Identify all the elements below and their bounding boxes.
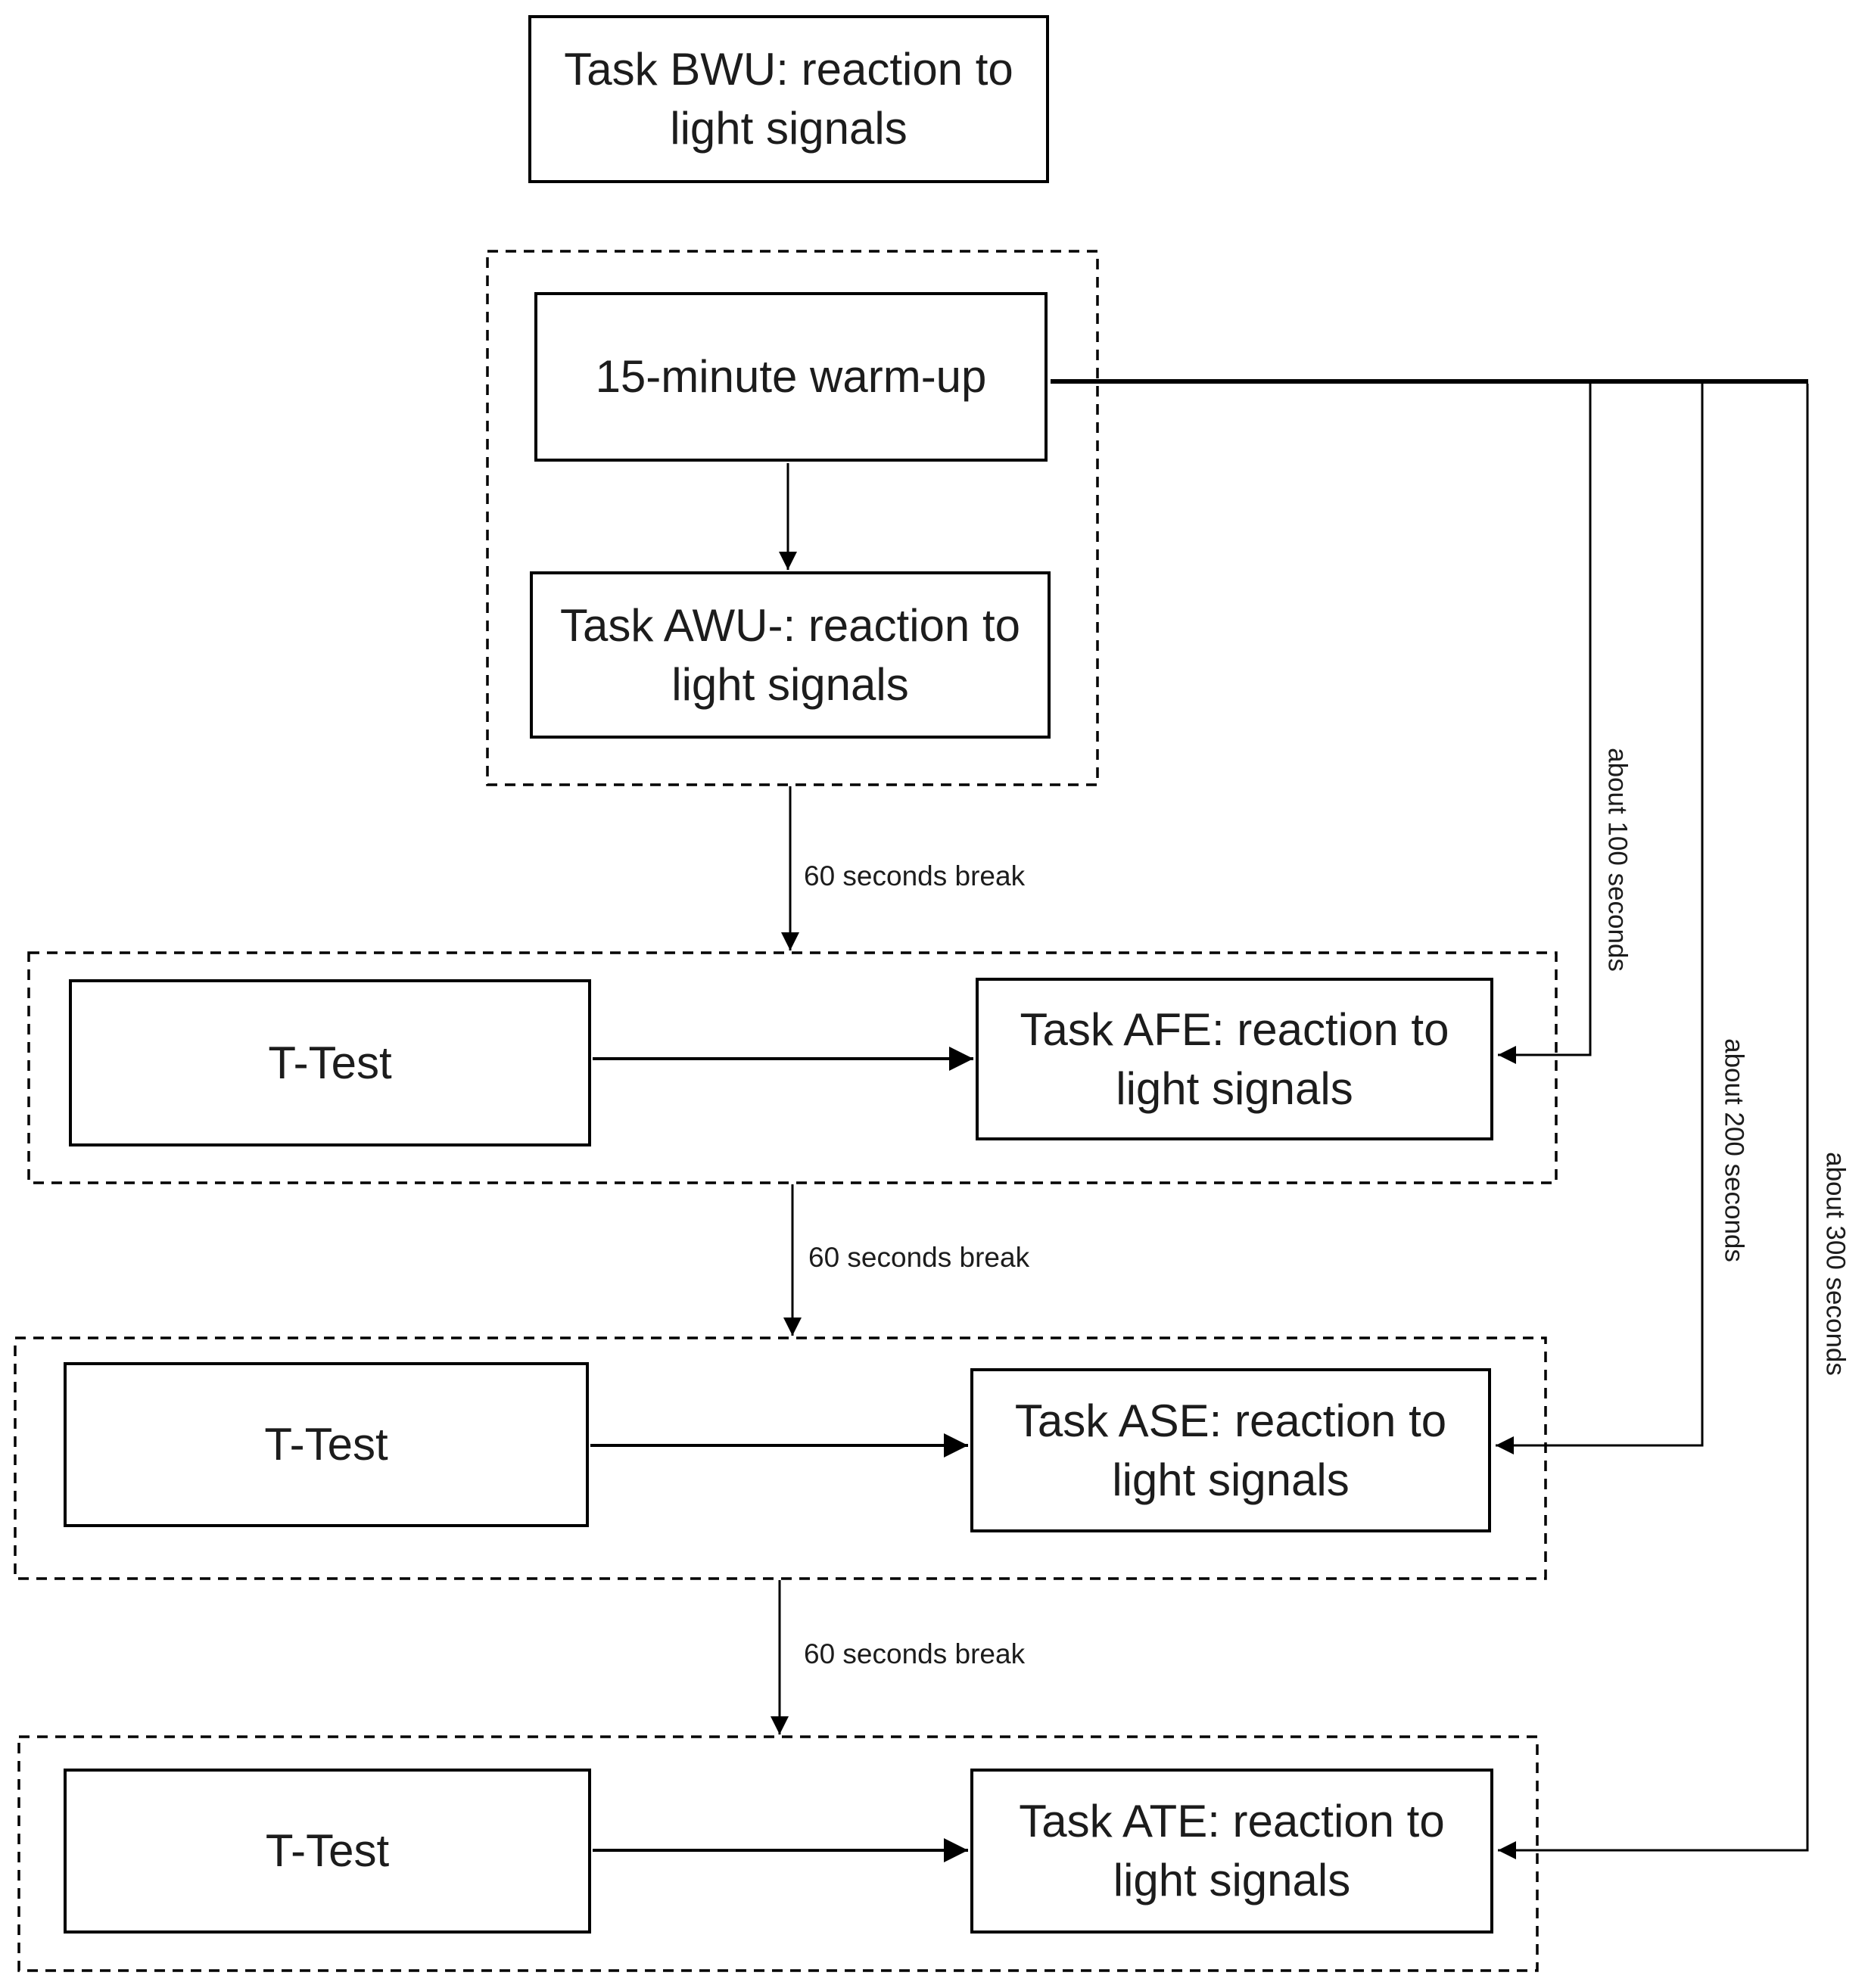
- node-ttest-1: T-Test: [69, 979, 591, 1146]
- label-duration-200s: about 200 seconds: [1719, 1038, 1749, 1262]
- node-task-awu: Task AWU-: reaction to light signals: [530, 571, 1051, 739]
- node-task-awu-line1: Task AWU-: reaction to: [560, 599, 1020, 651]
- dashed-group-afe: [27, 951, 1558, 1184]
- node-warmup-line1: 15-minute warm-up: [595, 351, 987, 402]
- node-task-bwu-line1: Task BWU: reaction to: [564, 44, 1013, 95]
- node-ttest-3-line1: T-Test: [265, 1825, 390, 1876]
- node-ttest-1-line1: T-Test: [268, 1037, 392, 1088]
- dashed-group-ase: [14, 1336, 1547, 1580]
- node-ttest-2: T-Test: [64, 1362, 589, 1527]
- node-warmup: 15-minute warm-up: [534, 292, 1048, 462]
- label-duration-300s: about 300 seconds: [1820, 1152, 1851, 1376]
- node-ttest-2-line1: T-Test: [264, 1419, 388, 1470]
- node-task-ase-line1: Task ASE: reaction to: [1014, 1395, 1447, 1446]
- node-ttest-3: T-Test: [64, 1769, 591, 1934]
- node-task-awu-line2: light signals: [671, 658, 909, 710]
- node-task-ate-line2: light signals: [1113, 1855, 1351, 1906]
- dashed-group-ate: [17, 1735, 1539, 1972]
- dashed-group-warmup: [486, 250, 1099, 786]
- node-task-bwu: Task BWU: reaction to light signals: [528, 15, 1049, 183]
- node-task-afe: Task AFE: reaction to light signals: [976, 978, 1493, 1140]
- label-break-1: 60 seconds break: [804, 860, 1026, 891]
- node-task-bwu-line2: light signals: [670, 103, 908, 154]
- node-task-afe-line1: Task AFE: reaction to: [1020, 1003, 1449, 1055]
- node-task-ase: Task ASE: reaction to light signals: [970, 1368, 1491, 1532]
- node-task-afe-line2: light signals: [1116, 1062, 1353, 1114]
- node-task-ate: Task ATE: reaction to light signals: [970, 1769, 1493, 1934]
- node-task-ase-line2: light signals: [1112, 1454, 1350, 1505]
- label-break-3: 60 seconds break: [804, 1638, 1026, 1669]
- label-break-2: 60 seconds break: [808, 1242, 1030, 1273]
- label-duration-100s: about 100 seconds: [1602, 748, 1633, 972]
- connector-warmup-to-ase: [1496, 384, 1704, 1454]
- node-task-ate-line1: Task ATE: reaction to: [1019, 1796, 1445, 1846]
- connector-warmup-to-ate: [1498, 384, 1809, 1859]
- connector-warmup-to-afe: [1498, 384, 1592, 1064]
